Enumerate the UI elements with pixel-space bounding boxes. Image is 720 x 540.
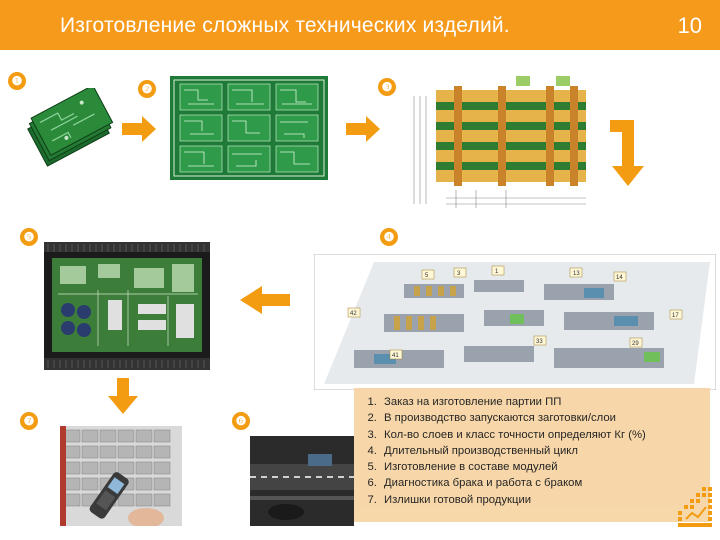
factory-label: 13 bbox=[573, 271, 580, 277]
step-badge-7-label: ❼ bbox=[23, 414, 35, 428]
electronic-module-image bbox=[38, 240, 216, 372]
list-item: В производство запускаются заготовки/сло… bbox=[380, 410, 710, 426]
arrow-down-icon bbox=[108, 378, 138, 419]
factory-label: 33 bbox=[536, 339, 543, 345]
factory-label: 14 bbox=[616, 275, 623, 281]
pcb-blanks-image bbox=[22, 88, 114, 168]
step-badge-4: ❹ bbox=[380, 228, 398, 246]
list-item: Излишки готовой продукции bbox=[380, 492, 710, 508]
title-bar: Изготовление сложных технических изделий… bbox=[0, 0, 720, 50]
factory-floor-image: 5 3 1 13 14 17 42 41 33 29 bbox=[314, 254, 716, 390]
step-badge-5-label: ❺ bbox=[23, 230, 35, 244]
arrow-down-elbow-icon bbox=[610, 120, 650, 195]
arrow-right-icon bbox=[346, 116, 382, 147]
step-badge-5: ❺ bbox=[20, 228, 38, 246]
list-item: Кол-во слоев и класс точности определяют… bbox=[380, 427, 710, 443]
process-list: Заказ на изготовление партии ПП В произв… bbox=[354, 388, 710, 522]
list-item: Заказ на изготовление партии ПП bbox=[380, 394, 710, 410]
step-badge-4-label: ❹ bbox=[383, 230, 395, 244]
warehouse-scanner-image bbox=[60, 426, 182, 526]
step-badge-6: ❻ bbox=[232, 412, 250, 430]
list-item: Изготовление в составе модулей bbox=[380, 459, 710, 475]
factory-label: 29 bbox=[632, 341, 639, 347]
multilayer-board-image bbox=[406, 72, 596, 212]
arrow-left-icon bbox=[240, 286, 290, 319]
factory-label: 17 bbox=[672, 313, 679, 319]
step-badge-1-label: ❶ bbox=[11, 74, 23, 88]
page-number: 10 bbox=[677, 13, 702, 38]
step-badge-6-label: ❻ bbox=[235, 414, 247, 428]
factory-label: 1 bbox=[495, 269, 499, 275]
logo-icon bbox=[678, 487, 714, 532]
step-badge-2-label: ❷ bbox=[141, 82, 153, 96]
pcb-panel-image bbox=[170, 76, 328, 180]
factory-label: 3 bbox=[457, 271, 461, 277]
factory-label: 42 bbox=[350, 311, 357, 317]
list-item: Длительный производственный цикл bbox=[380, 443, 710, 459]
factory-label: 5 bbox=[425, 273, 429, 279]
factory-label: 41 bbox=[392, 353, 399, 359]
step-badge-2: ❷ bbox=[138, 80, 156, 98]
step-badge-3: ❸ bbox=[378, 78, 396, 96]
arrow-right-icon bbox=[122, 116, 158, 147]
conveyor-image bbox=[250, 436, 354, 526]
step-badge-1: ❶ bbox=[8, 72, 26, 90]
list-item: Диагностика брака и работа с браком bbox=[380, 475, 710, 491]
step-badge-3-label: ❸ bbox=[381, 80, 393, 94]
slide-title: Изготовление сложных технических изделий… bbox=[60, 14, 510, 37]
step-badge-7: ❼ bbox=[20, 412, 38, 430]
